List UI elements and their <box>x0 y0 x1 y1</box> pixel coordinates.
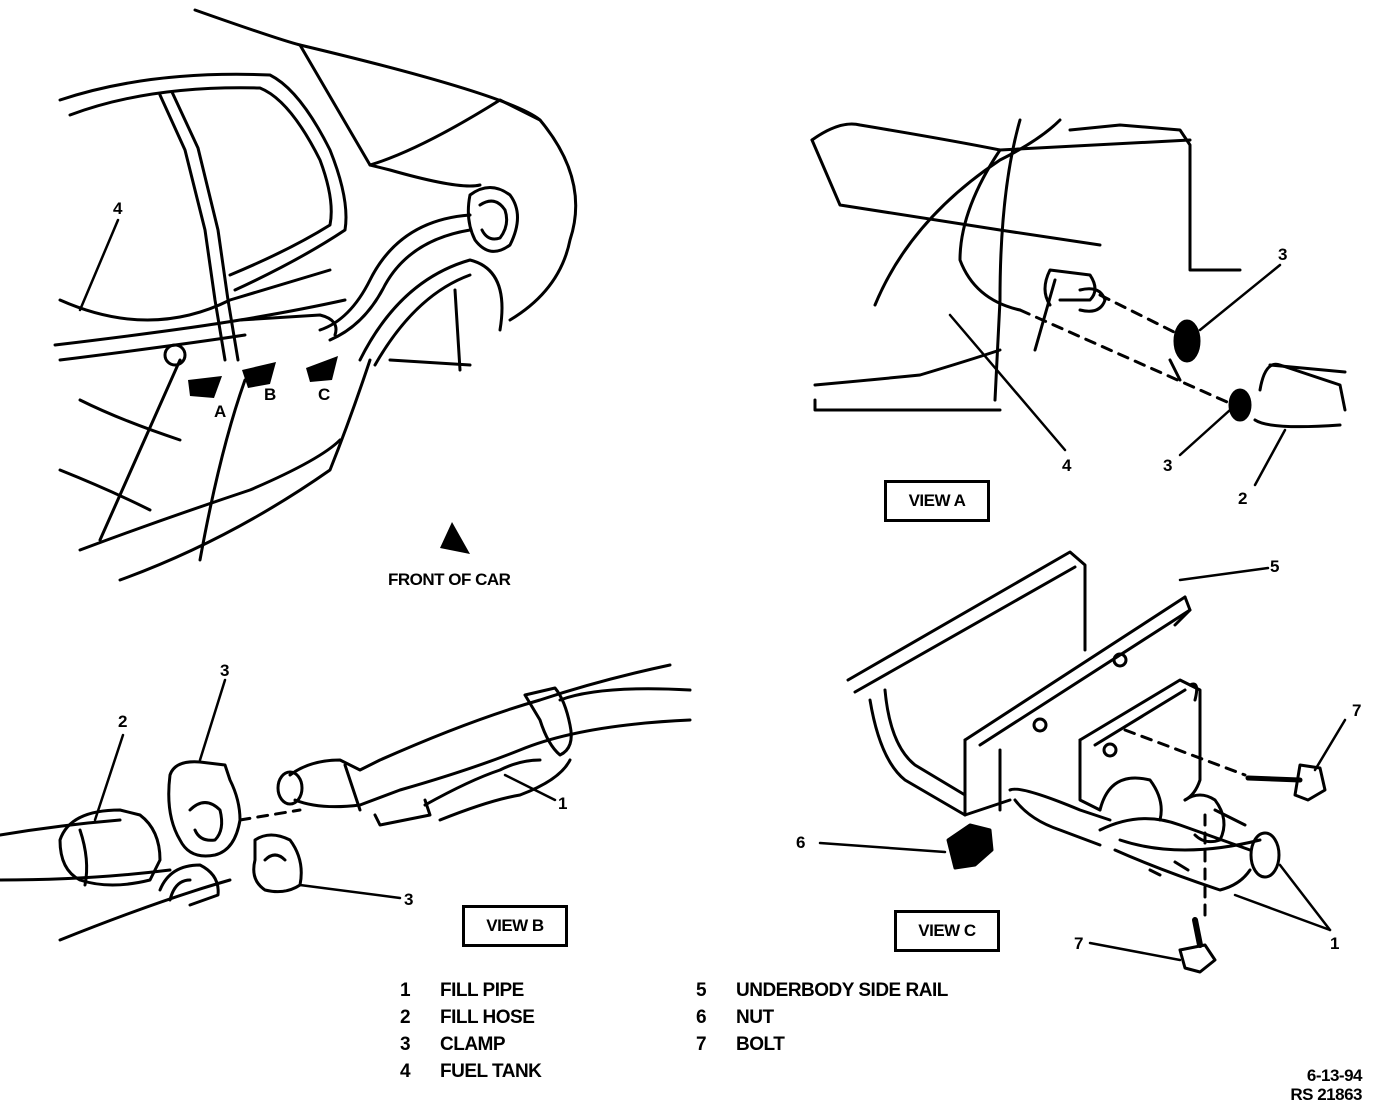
callout-va-3-top: 3 <box>1278 245 1287 264</box>
callout-vc-5: 5 <box>1270 557 1279 576</box>
car-rear-quarter-drawing <box>53 8 578 582</box>
legend-text: FUEL TANK <box>440 1061 542 1082</box>
arrow-label-a: A <box>214 402 226 421</box>
drawing-reference-stamp: 6-13-94 RS 21863 <box>1240 1066 1362 1104</box>
legend-number: 3 <box>400 1034 411 1055</box>
legend-number: 4 <box>400 1061 411 1082</box>
legend-number: 1 <box>400 980 411 1001</box>
legend-number: 6 <box>696 1007 707 1028</box>
view-a-drawing <box>810 118 1347 487</box>
parts-legend: 1 FILL PIPE 2 FILL HOSE 3 CLAMP 4 FUEL T… <box>400 980 1000 1090</box>
view-a-title: VIEW A <box>884 480 990 522</box>
view-c-title: VIEW C <box>894 910 1000 952</box>
callout-vb-3-top: 3 <box>220 661 229 680</box>
callout-vb-2: 2 <box>118 712 127 731</box>
legend-number: 2 <box>400 1007 411 1028</box>
view-arrows <box>188 356 470 554</box>
legend-text: FILL PIPE <box>440 980 524 1001</box>
view-c-drawing <box>818 550 1347 974</box>
legend-number: 7 <box>696 1034 707 1055</box>
callout-va-2: 2 <box>1238 489 1247 508</box>
callout-main-4: 4 <box>113 199 122 218</box>
callout-vb-1: 1 <box>558 794 567 813</box>
callout-vc-1: 1 <box>1330 934 1339 953</box>
arrow-label-b: B <box>264 385 276 404</box>
callout-va-3-bottom: 3 <box>1163 456 1172 475</box>
callout-vc-6: 6 <box>796 833 805 852</box>
legend-number: 5 <box>696 980 707 1001</box>
front-of-car-label: FRONT OF CAR <box>388 570 511 589</box>
callout-vc-7-bottom: 7 <box>1074 934 1083 953</box>
view-b-title: VIEW B <box>462 905 568 947</box>
view-b-drawing <box>0 663 692 942</box>
callout-va-4: 4 <box>1062 456 1071 475</box>
drawing-ref-number: RS 21863 <box>1290 1085 1362 1104</box>
legend-text: NUT <box>736 1007 774 1028</box>
legend-text: FILL HOSE <box>440 1007 535 1028</box>
drawing-date: 6-13-94 <box>1306 1066 1363 1085</box>
callout-vb-3-bottom: 3 <box>404 890 413 909</box>
arrow-label-c: C <box>318 385 330 404</box>
legend-text: UNDERBODY SIDE RAIL <box>736 980 948 1001</box>
legend-text: BOLT <box>736 1034 785 1055</box>
front-of-car-arrow <box>440 522 470 554</box>
callout-vc-7-top: 7 <box>1352 701 1361 720</box>
legend-text: CLAMP <box>440 1034 506 1055</box>
